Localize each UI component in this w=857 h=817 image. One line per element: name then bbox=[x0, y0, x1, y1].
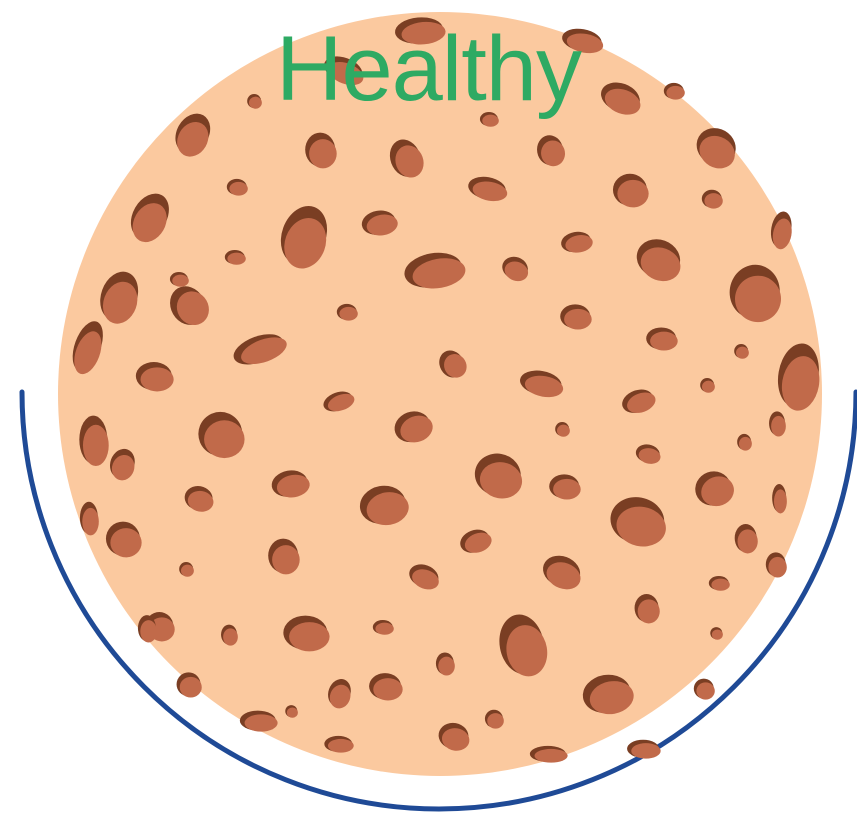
pore bbox=[774, 489, 787, 513]
pore bbox=[180, 677, 202, 698]
pore bbox=[82, 508, 99, 536]
pore bbox=[438, 657, 455, 676]
pore bbox=[289, 622, 329, 651]
pore bbox=[272, 545, 300, 574]
pore bbox=[739, 437, 752, 451]
pore bbox=[487, 713, 504, 728]
pore bbox=[711, 579, 729, 591]
pore bbox=[638, 599, 660, 623]
pore bbox=[564, 309, 592, 330]
pore bbox=[617, 180, 648, 208]
pore bbox=[631, 743, 660, 758]
pore bbox=[482, 115, 499, 127]
pore bbox=[204, 420, 244, 458]
pore bbox=[736, 347, 749, 359]
pore bbox=[702, 381, 715, 393]
pore bbox=[339, 307, 357, 321]
pore bbox=[287, 707, 298, 717]
pore bbox=[535, 749, 568, 763]
pore bbox=[375, 623, 393, 635]
pore bbox=[245, 714, 278, 731]
pore bbox=[141, 367, 174, 391]
pore bbox=[373, 678, 402, 700]
pore bbox=[229, 182, 247, 196]
pore bbox=[650, 332, 678, 351]
pore bbox=[768, 557, 786, 578]
pore bbox=[557, 425, 570, 437]
pore bbox=[553, 479, 581, 500]
pore bbox=[696, 682, 714, 699]
pore bbox=[172, 275, 189, 287]
pore bbox=[227, 253, 245, 265]
pore bbox=[83, 425, 109, 466]
pore bbox=[223, 628, 238, 645]
pore bbox=[666, 86, 684, 100]
pore bbox=[110, 528, 141, 557]
pore bbox=[704, 193, 722, 208]
pore bbox=[738, 529, 758, 553]
pore bbox=[249, 97, 262, 109]
pore bbox=[140, 620, 157, 642]
pore bbox=[309, 139, 337, 168]
pore bbox=[771, 416, 786, 437]
pore bbox=[712, 629, 723, 639]
pore bbox=[328, 739, 354, 753]
pore bbox=[181, 565, 194, 577]
